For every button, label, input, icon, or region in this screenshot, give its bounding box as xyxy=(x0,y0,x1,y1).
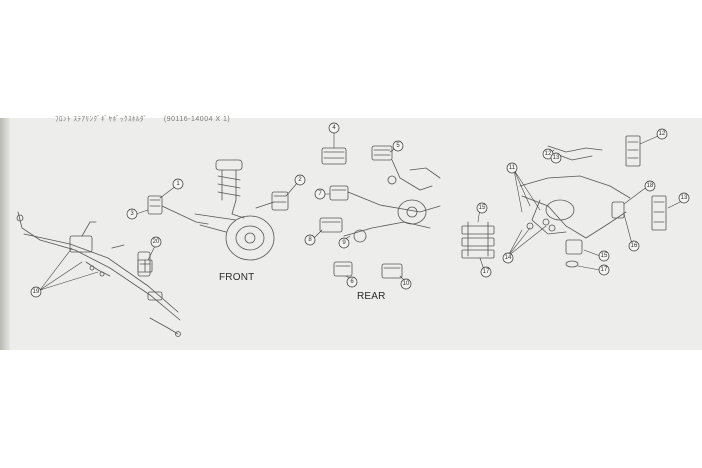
callout-19 xyxy=(30,286,42,298)
callout-4-text: 4 xyxy=(332,125,336,131)
callout-9 xyxy=(338,237,350,249)
callout-11-text: 11 xyxy=(509,165,516,171)
callout-1 xyxy=(172,178,184,190)
callout-14-text: 14 xyxy=(505,255,512,261)
callout-13a xyxy=(550,152,562,164)
callout-20-text: 20 xyxy=(153,239,160,245)
page-spine-shadow xyxy=(0,118,10,350)
header-japanese-text: ﾌﾛﾝﾄ ｽﾃｱﾘﾝｸﾞｷﾞﾔﾎﾞｯｸｽﾎﾙﾀﾞ xyxy=(55,116,148,123)
front-label: FRONT xyxy=(219,272,255,283)
callout-12a-text: 12 xyxy=(659,131,666,137)
rear-subframe-assembly xyxy=(461,135,667,268)
callout-12a xyxy=(656,128,668,140)
callout-6-text: 6 xyxy=(350,279,354,285)
leader-lines xyxy=(39,131,685,291)
callout-2 xyxy=(294,174,306,186)
callout-17a xyxy=(480,266,492,278)
callout-14 xyxy=(502,252,514,264)
callout-3 xyxy=(126,208,138,220)
callout-13a-text: 13 xyxy=(553,155,560,161)
callout-11 xyxy=(506,162,518,174)
header-part-number: (90116-14004 X 1) xyxy=(163,116,231,123)
callout-5-text: 5 xyxy=(396,143,400,149)
callout-15b-text: 15 xyxy=(601,253,608,259)
callout-13b-text: 13 xyxy=(681,195,688,201)
callout-4 xyxy=(328,122,340,134)
callout-17a-text: 17 xyxy=(483,269,490,275)
callout-13b xyxy=(678,192,690,204)
callout-15b xyxy=(598,250,610,262)
callout-16-text: 16 xyxy=(631,243,638,249)
callout-15a-text: 15 xyxy=(479,205,486,211)
callout-8 xyxy=(304,234,316,246)
callout-17b xyxy=(598,264,610,276)
callout-7 xyxy=(314,188,326,200)
callout-16 xyxy=(628,240,640,252)
header-strip: ﾌﾛﾝﾄ ｽﾃｱﾘﾝｸﾞｷﾞﾔﾎﾞｯｸｽﾎﾙﾀﾞ (90116-14004 X … xyxy=(55,114,244,124)
front-suspension-assembly xyxy=(137,159,289,273)
callout-1-text: 1 xyxy=(176,181,180,187)
callout-18-text: 18 xyxy=(647,183,654,189)
callout-7-text: 7 xyxy=(318,191,322,197)
callout-3-text: 3 xyxy=(130,211,134,217)
callout-8-text: 8 xyxy=(308,237,312,243)
callout-20 xyxy=(150,236,162,248)
callout-15a xyxy=(476,202,488,214)
rear-label: REAR xyxy=(357,291,386,302)
callout-5 xyxy=(392,140,404,152)
callout-19-text: 19 xyxy=(33,289,40,295)
steering-rack-assembly xyxy=(16,211,181,337)
callout-9-text: 9 xyxy=(342,240,346,246)
callout-2-text: 2 xyxy=(298,177,302,183)
rear-suspension-assembly xyxy=(319,145,441,279)
callout-18 xyxy=(644,180,656,192)
callout-6 xyxy=(346,276,358,288)
callout-10 xyxy=(400,278,412,290)
callout-17b-text: 17 xyxy=(601,267,608,273)
callout-12b-text: 12 xyxy=(545,151,552,157)
callout-10-text: 10 xyxy=(403,281,410,287)
